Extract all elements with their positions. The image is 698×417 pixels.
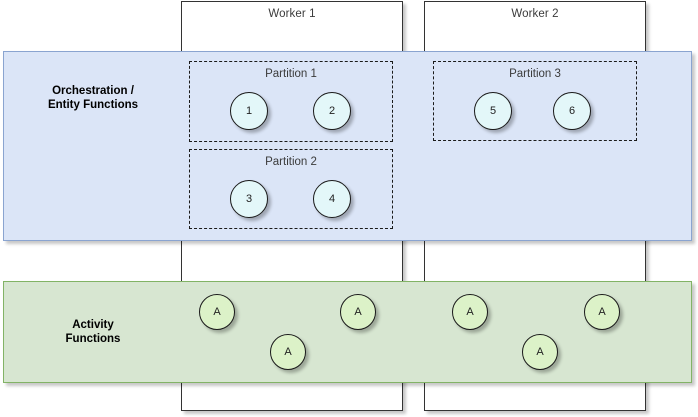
partition-title-partition-3: Partition 3 [509,68,561,80]
entity-node-5[interactable]: 5 [474,92,512,130]
entity-node-4[interactable]: 4 [313,180,351,218]
activity-node-5[interactable]: A [522,334,558,370]
activity-node-2[interactable]: A [270,334,306,370]
worker-title-worker-2: Worker 2 [511,8,559,20]
band-label-orchestration: Orchestration / Entity Functions [47,85,139,111]
activity-node-3[interactable]: A [340,294,376,330]
activity-node-4[interactable]: A [452,294,488,330]
entity-node-2[interactable]: 2 [313,92,351,130]
partition-box-partition-2[interactable]: Partition 2 [189,149,393,229]
partition-box-partition-3[interactable]: Partition 3 [433,61,637,141]
partition-box-partition-1[interactable]: Partition 1 [189,61,393,142]
band-label-activity: Activity Functions [65,319,121,345]
partition-title-partition-2: Partition 2 [265,156,317,168]
entity-node-6[interactable]: 6 [553,92,591,130]
entity-node-1[interactable]: 1 [230,92,268,130]
activity-node-1[interactable]: A [199,294,235,330]
entity-node-3[interactable]: 3 [230,180,268,218]
worker-title-worker-1: Worker 1 [268,8,316,20]
partition-title-partition-1: Partition 1 [265,68,317,80]
activity-node-6[interactable]: A [584,294,620,330]
